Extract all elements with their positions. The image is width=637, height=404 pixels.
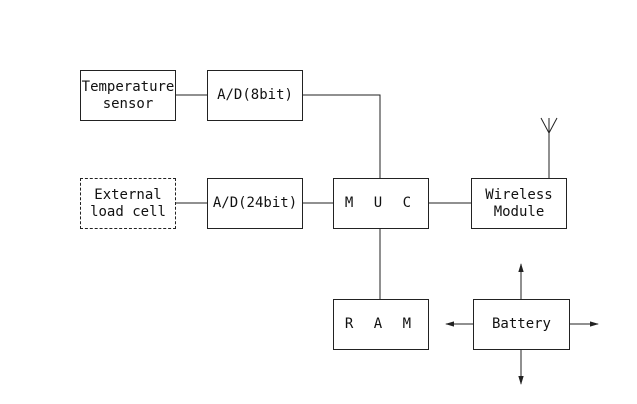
battery-block: Battery	[473, 299, 570, 350]
antenna-icon	[540, 117, 558, 178]
ad-8bit-block: A/D(8bit)	[207, 70, 303, 121]
connector-ad8-to-muc	[302, 94, 381, 178]
muc-block: M U C	[333, 178, 429, 229]
ad-24bit-block: A/D(24bit)	[207, 178, 303, 229]
ram-block: R A M	[333, 299, 429, 350]
external-load-cell-block: External load cell	[80, 178, 176, 229]
wireless-module-block: Wireless Module	[471, 178, 567, 229]
temperature-sensor-block: Temperature sensor	[80, 70, 176, 121]
